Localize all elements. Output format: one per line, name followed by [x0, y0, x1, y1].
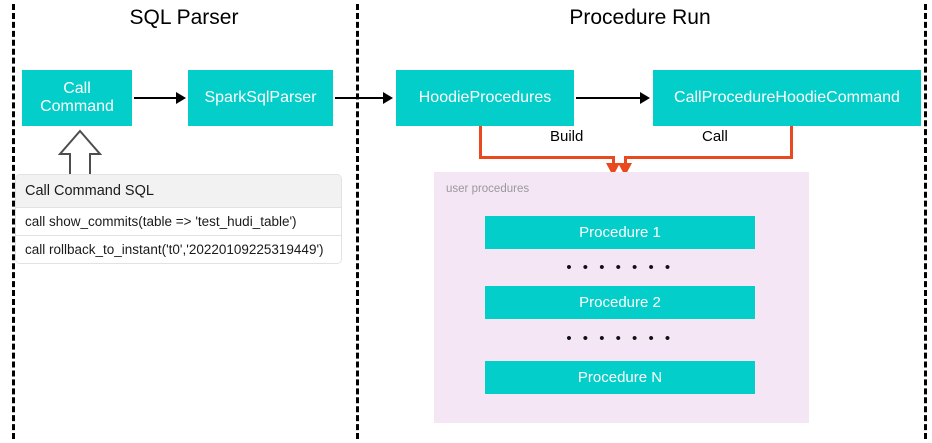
- sql-examples-table: Call Command SQL call show_commits(table…: [16, 175, 341, 263]
- build-connector-horizontal: [479, 156, 615, 159]
- user-procedures-label: user procedures: [446, 183, 530, 195]
- call-connector-horizontal: [624, 156, 793, 159]
- node-spark-sql-parser[interactable]: SparkSqlParser: [188, 70, 333, 126]
- call-connector-vertical-end: [624, 156, 627, 166]
- arrow-line-callcommand-to-sparksqlparser: [134, 97, 176, 99]
- sql-table-row-2: call rollback_to_instant('t0','202201092…: [16, 236, 341, 263]
- build-connector-vertical-end: [612, 156, 615, 166]
- arrow-head-callcommand-to-sparksqlparser: [176, 92, 186, 104]
- section-title-procedure-run: Procedure Run: [569, 6, 711, 29]
- separator-right: [924, 4, 927, 439]
- arrow-line-sparksqlparser-to-hoodieprocedures: [335, 97, 383, 99]
- arrow-line-hoodieprocedures-to-callprocedure: [576, 97, 640, 99]
- separator-left: [12, 4, 15, 439]
- call-connector-vertical-start: [790, 126, 793, 159]
- procedure-dots-1: • • • • • • •: [566, 259, 674, 276]
- procedure-dots-2: • • • • • • •: [566, 330, 674, 347]
- procedure-box-n[interactable]: Procedure N: [485, 361, 755, 394]
- arrow-head-hoodieprocedures-to-callprocedure: [640, 92, 650, 104]
- section-title-sql-parser: SQL Parser: [129, 6, 239, 29]
- sql-table-row-1: call show_commits(table => 'test_hudi_ta…: [16, 208, 341, 236]
- node-hoodie-procedures[interactable]: HoodieProcedures: [396, 70, 574, 126]
- connector-label-call: Call: [697, 128, 733, 145]
- node-call-procedure-hoodie-command[interactable]: CallProcedureHoodieCommand: [653, 70, 921, 126]
- separator-middle: [356, 4, 359, 439]
- node-call-command-line1: Call: [63, 79, 91, 97]
- arrow-head-sparksqlparser-to-hoodieprocedures: [383, 92, 393, 104]
- build-connector-vertical-start: [479, 126, 482, 159]
- procedure-box-1[interactable]: Procedure 1: [485, 216, 755, 249]
- sql-table-header: Call Command SQL: [16, 175, 341, 208]
- connector-label-build: Build: [545, 128, 589, 145]
- procedure-box-2[interactable]: Procedure 2: [485, 286, 755, 319]
- node-call-command-line2: Command: [40, 98, 114, 115]
- node-call-command[interactable]: Call Command: [22, 70, 132, 126]
